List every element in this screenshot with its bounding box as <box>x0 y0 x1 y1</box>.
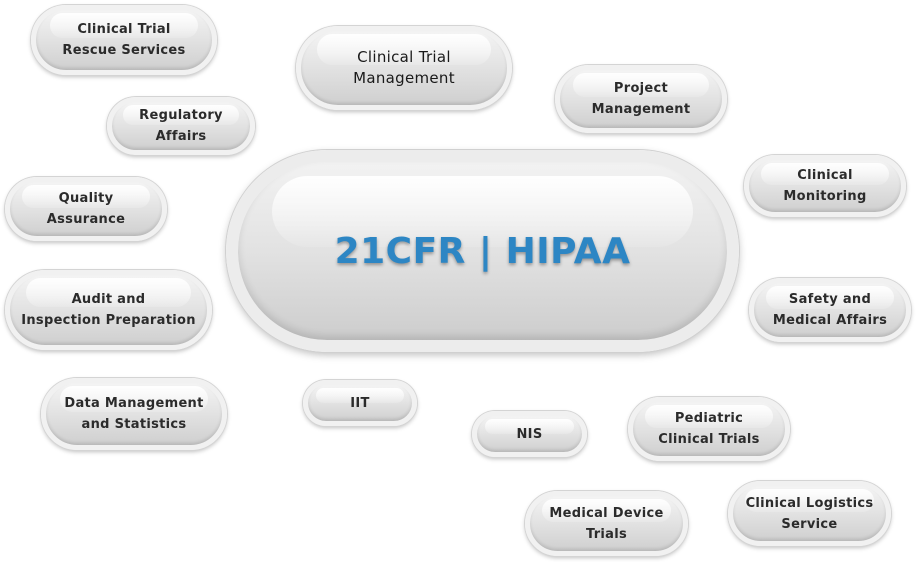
project-management-node[interactable]: Project Management <box>555 65 727 133</box>
trial-management-node[interactable]: Clinical Trial Management <box>296 26 512 110</box>
medical-device-label: Medical Device Trials <box>549 505 664 542</box>
regulatory-affairs-label: Regulatory Affairs <box>139 108 223 144</box>
quality-assurance-label: Quality Assurance <box>46 191 126 227</box>
rescue-services-label: Clinical Trial Rescue Services <box>62 22 186 58</box>
safety-medical-label: Safety and Medical Affairs <box>772 292 888 328</box>
quality-assurance-node[interactable]: Quality Assurance <box>5 177 167 241</box>
clinical-monitoring-label: Clinical Monitoring <box>783 168 867 204</box>
regulatory-affairs-node[interactable]: Regulatory Affairs <box>107 97 255 155</box>
iit-node[interactable]: IIT <box>303 380 417 426</box>
iit-label: IIT <box>350 395 370 411</box>
clinical-logistics-label: Clinical Logistics Service <box>745 495 874 532</box>
nis-label: NIS <box>516 426 543 442</box>
trial-management-label: Clinical Trial Management <box>353 48 455 87</box>
pediatric-trials-node[interactable]: Pediatric Clinical Trials <box>628 397 790 461</box>
project-management-label: Project Management <box>591 81 691 117</box>
center-hub: 21CFR | HIPAA <box>226 150 739 352</box>
data-management-node[interactable]: Data Management and Statistics <box>41 378 227 450</box>
pediatric-trials-label: Pediatric Clinical Trials <box>658 411 760 447</box>
rescue-services-node[interactable]: Clinical Trial Rescue Services <box>31 5 217 75</box>
clinical-logistics-node[interactable]: Clinical Logistics Service <box>728 481 891 546</box>
data-management-label: Data Management and Statistics <box>64 396 204 432</box>
clinical-monitoring-node[interactable]: Clinical Monitoring <box>744 155 906 217</box>
nis-node[interactable]: NIS <box>472 411 587 457</box>
medical-device-node[interactable]: Medical Device Trials <box>525 491 688 556</box>
center-title: 21CFR | HIPAA <box>334 230 631 272</box>
audit-preparation-node[interactable]: Audit and Inspection Preparation <box>5 270 212 350</box>
audit-preparation-label: Audit and Inspection Preparation <box>21 292 196 328</box>
safety-medical-node[interactable]: Safety and Medical Affairs <box>749 278 911 342</box>
